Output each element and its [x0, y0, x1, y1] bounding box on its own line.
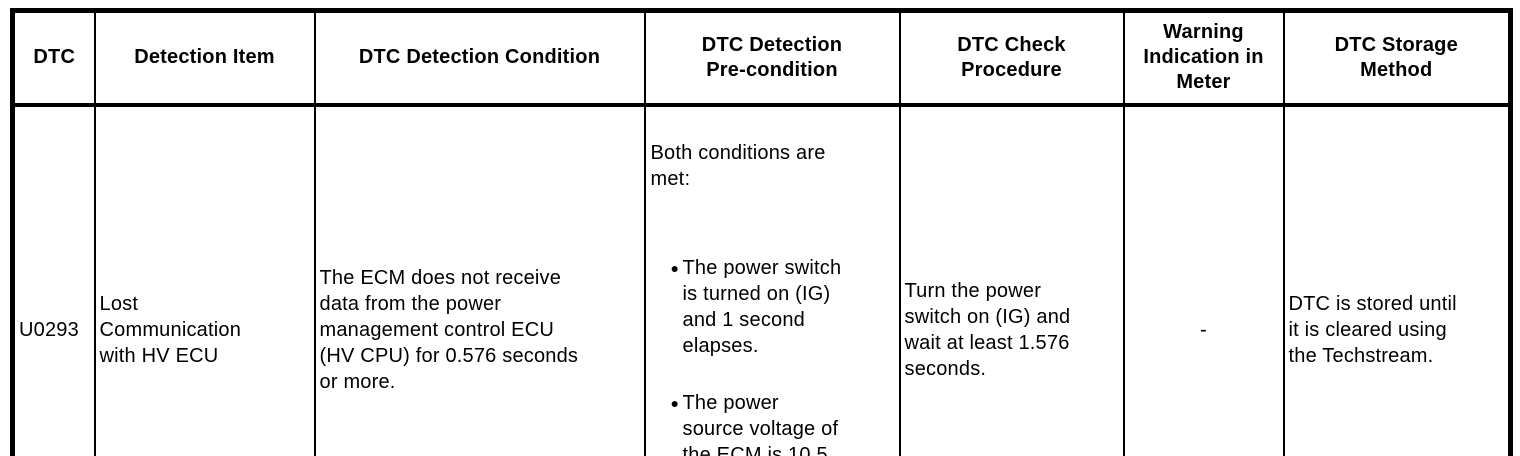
table-row: U0293 Lost Communication with HV ECU The… [11, 103, 1512, 456]
cell-detection-item: Lost Communication with HV ECU [93, 103, 316, 456]
cell-check-procedure: Turn the power switch on (IG) and wait a… [898, 103, 1125, 456]
dtc-table: DTC Detection Item DTC Detection Conditi… [10, 8, 1513, 456]
col-header-warning-indication: Warning Indication in Meter [1122, 9, 1285, 107]
precondition-intro: Both conditions are met: [650, 141, 826, 190]
header-row: DTC Detection Item DTC Detection Conditi… [11, 9, 1512, 107]
bullet-icon: ● [670, 394, 680, 411]
cell-warning-indication: - [1122, 103, 1285, 456]
bullet-item-text: The power switch is turned on (IG) and 1… [682, 256, 842, 357]
col-header-storage-method: DTC Storage Method [1282, 9, 1512, 107]
col-header-detection-precondition: DTC Detection Pre-condition [643, 9, 901, 107]
cell-dtc-code: U0293 [11, 103, 96, 456]
cell-storage-method: DTC is stored until it is cleared using … [1282, 103, 1512, 456]
col-header-check-procedure: DTC Check Procedure [898, 9, 1125, 107]
bullet-icon: ● [670, 259, 680, 276]
col-header-dtc: DTC [11, 9, 96, 107]
list-item: ● The power source voltage of the ECM is… [651, 390, 897, 456]
cell-detection-precondition: Both conditions are met: ● The power swi… [643, 103, 901, 456]
list-item: ● The power switch is turned on (IG) and… [651, 255, 897, 359]
bullet-item-text: The power source voltage of the ECM is 1… [682, 391, 839, 456]
precondition-bullet-list: ● The power switch is turned on (IG) and… [651, 229, 897, 456]
cell-detection-condition: The ECM does not receive data from the p… [313, 103, 646, 456]
col-header-detection-condition: DTC Detection Condition [313, 9, 646, 107]
col-header-detection-item: Detection Item [93, 9, 316, 107]
